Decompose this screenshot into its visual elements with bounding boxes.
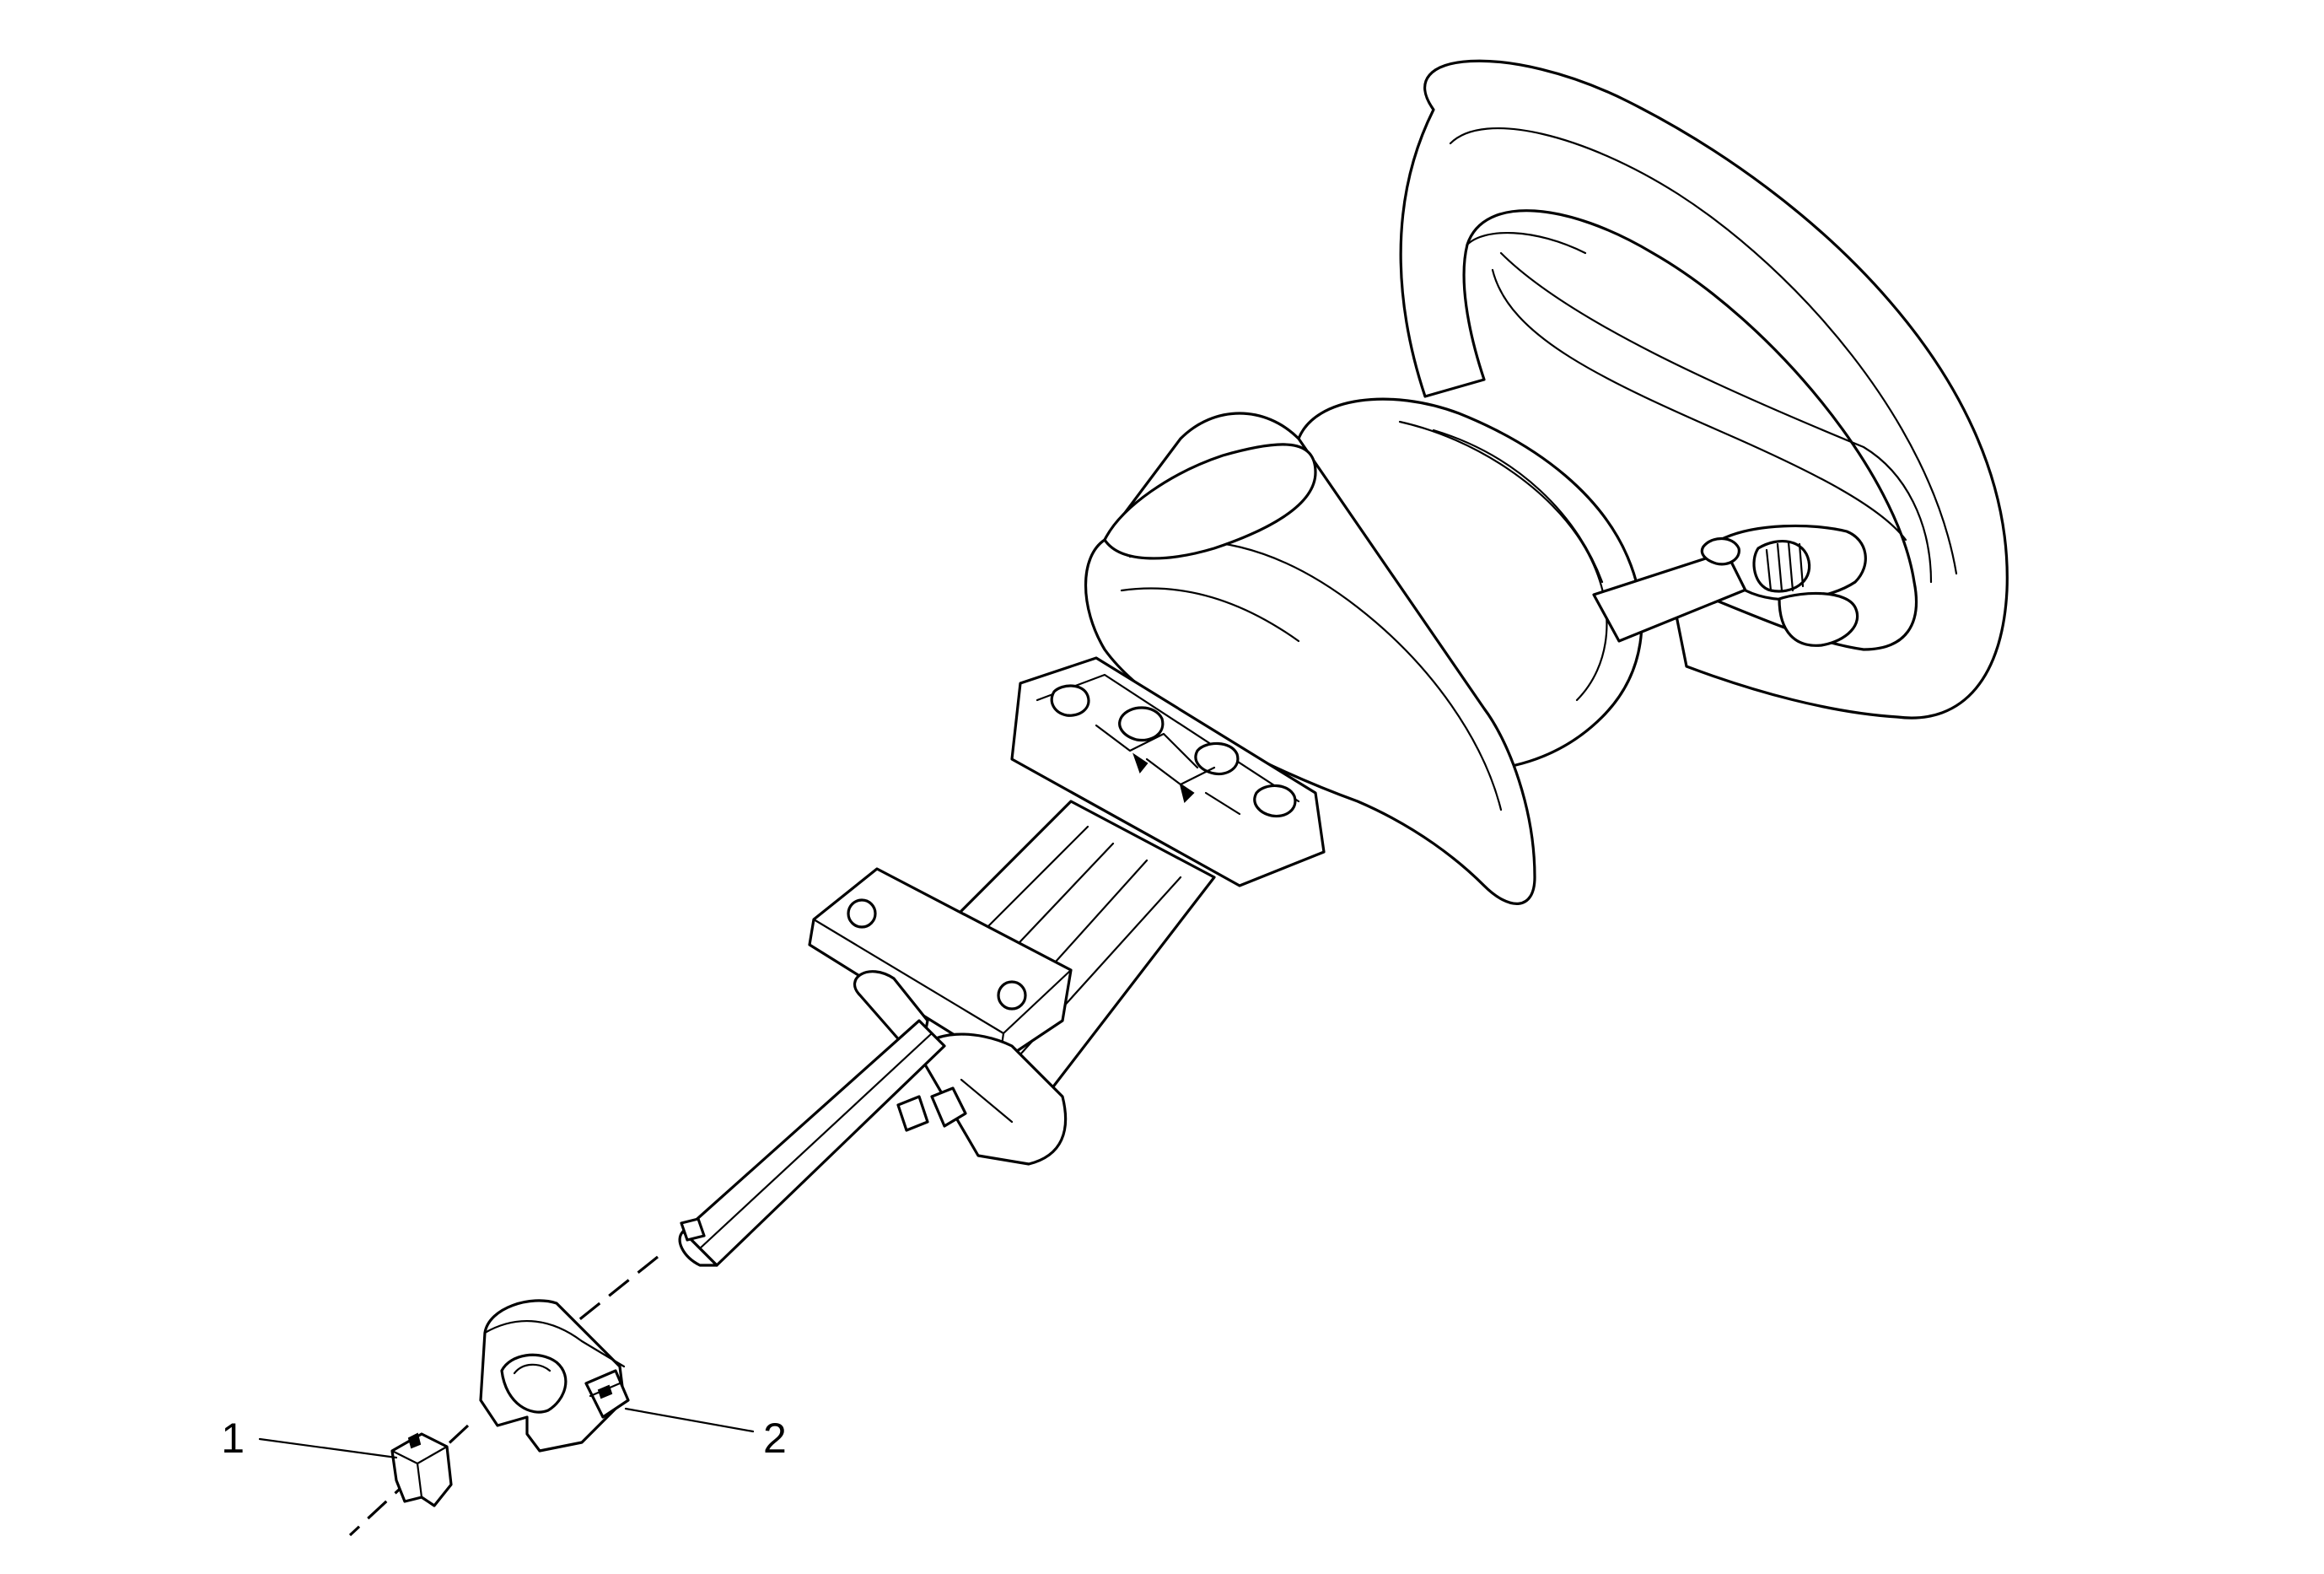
part-1-clip xyxy=(390,1432,453,1507)
steering-shaft xyxy=(678,1019,946,1267)
callout-1-label: 1 xyxy=(221,1415,245,1462)
steering-wheel xyxy=(1399,59,2009,720)
column-mounting-bracket xyxy=(1010,656,1326,887)
part-2-housing xyxy=(479,1299,630,1453)
callout-2-label: 2 xyxy=(763,1415,787,1462)
multifunction-stalk xyxy=(1592,524,1867,647)
callout-leaders xyxy=(258,1407,755,1459)
lower-mounting-plate xyxy=(808,867,1073,1065)
upper-column-shroud xyxy=(1084,412,1536,905)
